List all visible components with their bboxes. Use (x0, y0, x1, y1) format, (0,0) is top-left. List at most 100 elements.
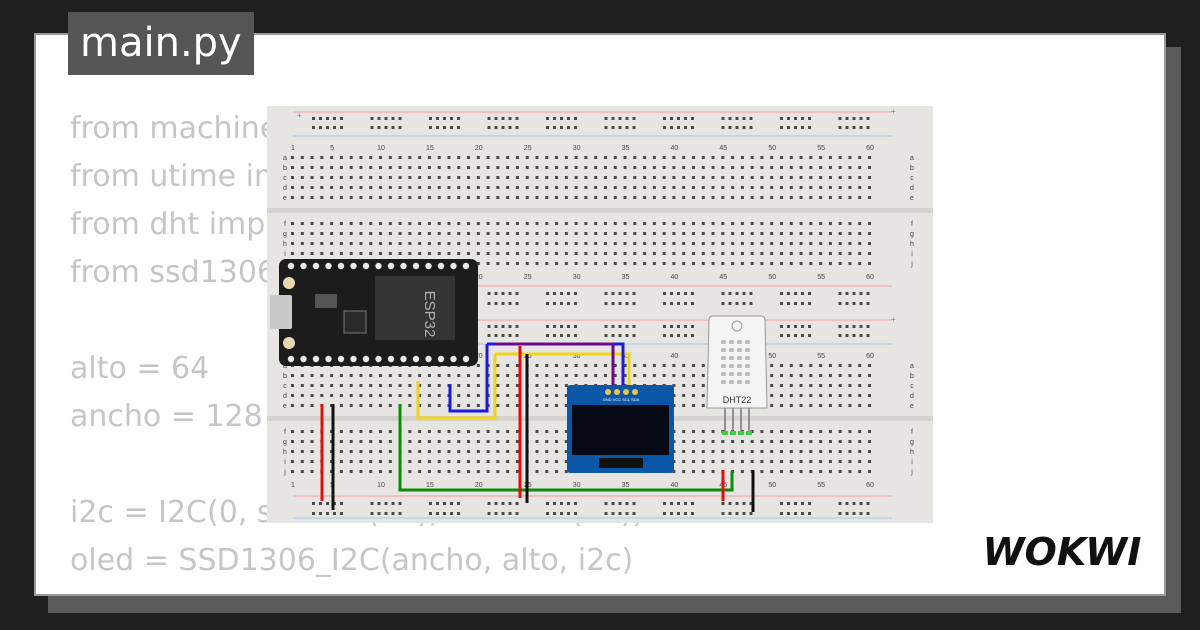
hole (300, 252, 304, 255)
hole (731, 196, 735, 199)
hole (770, 470, 774, 473)
boot-button[interactable] (283, 277, 295, 289)
hole (457, 222, 461, 225)
hole (838, 252, 842, 255)
hole (848, 374, 852, 377)
hole (457, 394, 461, 397)
rail-hole (604, 502, 608, 505)
hole (799, 222, 803, 225)
hole (369, 384, 373, 387)
hole (868, 394, 872, 397)
hole (379, 186, 383, 189)
hole (291, 222, 294, 225)
column-number: 50 (768, 482, 776, 489)
usb-chip (343, 310, 367, 334)
hole (369, 440, 373, 443)
hole (369, 222, 373, 225)
hole (662, 176, 666, 179)
hole (437, 166, 441, 169)
hole (868, 404, 872, 407)
hole (643, 222, 647, 225)
pin-hole (300, 262, 307, 270)
hole (525, 196, 529, 199)
hole (291, 470, 294, 473)
hole (359, 252, 363, 255)
hole (408, 196, 412, 199)
hole (398, 196, 402, 199)
hole (535, 470, 539, 473)
hole (858, 156, 862, 159)
rail-hole (852, 502, 856, 505)
hole (819, 242, 823, 245)
hole (379, 440, 383, 443)
row-letter: g (283, 439, 287, 446)
rail-hole (546, 126, 549, 129)
rail-hole (508, 302, 512, 305)
hole (584, 166, 588, 169)
hole (349, 430, 353, 433)
hole (398, 242, 402, 245)
rail-hole (852, 117, 856, 120)
row-letter: b (910, 165, 914, 172)
dht22-sensor[interactable]: DHT22 (706, 315, 768, 435)
hole (359, 176, 363, 179)
hole (838, 242, 842, 245)
rail-hole (808, 502, 811, 505)
hole (476, 404, 480, 407)
rail-hole (684, 334, 687, 337)
rail-hole (721, 512, 725, 515)
hole (858, 232, 862, 235)
hole (427, 186, 431, 189)
hole (809, 460, 813, 463)
hole (291, 450, 294, 453)
row-letter: f (284, 221, 286, 228)
hole (349, 242, 353, 245)
hole (809, 242, 813, 245)
hole (447, 374, 451, 377)
hole (339, 384, 343, 387)
rail-hole (838, 334, 842, 337)
hole (721, 222, 725, 225)
hole (515, 196, 519, 199)
esp32-board[interactable]: ESP32 (270, 259, 478, 366)
file-tab[interactable]: main.py (68, 12, 254, 75)
hole (780, 404, 783, 407)
hole (711, 262, 715, 265)
rail-hole (340, 512, 343, 515)
rail-hole (508, 502, 512, 505)
hole (408, 186, 412, 189)
hole (838, 384, 842, 387)
hole (770, 374, 774, 377)
row-letter: d (283, 185, 287, 192)
hole (838, 186, 842, 189)
hole (359, 460, 363, 463)
hole (584, 222, 588, 225)
hole (330, 166, 334, 169)
hole (349, 394, 353, 397)
hole (858, 470, 862, 473)
hole (496, 430, 500, 433)
hole (418, 176, 422, 179)
rail-hole (801, 512, 804, 515)
pin-hole (412, 262, 420, 270)
rail-hole (801, 292, 804, 295)
rail-hole (546, 502, 549, 505)
hole (828, 196, 832, 199)
hole (339, 470, 343, 473)
hole (447, 252, 451, 255)
hole (300, 460, 304, 463)
hole (848, 430, 852, 433)
vent-slot (721, 364, 726, 368)
hole (310, 440, 314, 443)
hole (555, 156, 559, 159)
row-letter: h (283, 241, 287, 248)
hole (868, 450, 872, 453)
hole (525, 262, 529, 265)
hole (584, 252, 588, 255)
oled-display[interactable]: GND VCC SCL SDA (567, 385, 674, 473)
rail-hole (508, 325, 512, 328)
hole (369, 232, 373, 235)
hole (359, 374, 363, 377)
reset-button[interactable] (283, 337, 295, 349)
hole (349, 384, 353, 387)
